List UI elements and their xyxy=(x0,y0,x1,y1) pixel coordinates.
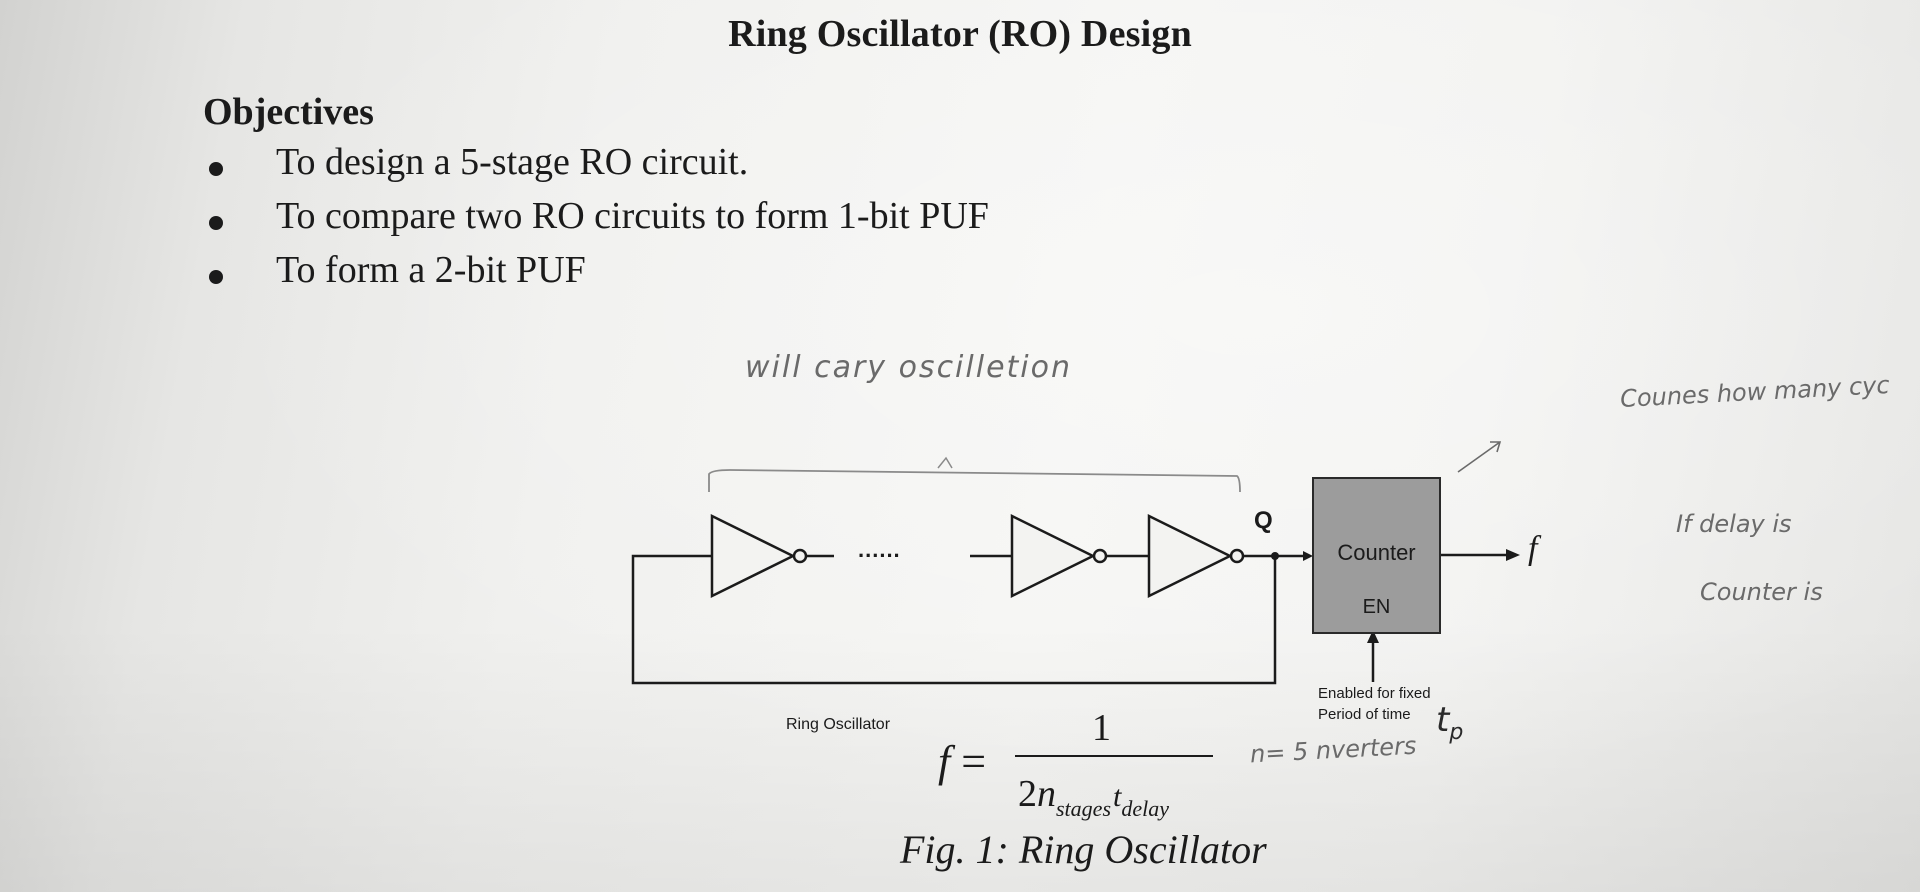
counter-label: Counter xyxy=(1337,540,1416,565)
enable-note-line1: Enabled for fixed xyxy=(1318,685,1431,702)
formula-numerator: 1 xyxy=(1092,707,1111,749)
q-label: Q xyxy=(1254,507,1273,534)
formula-equals: = xyxy=(961,737,987,786)
counter-block xyxy=(1312,477,1441,634)
fraction-bar xyxy=(1015,755,1213,757)
den-n-sub: stages xyxy=(1056,796,1111,821)
den-coef: 2 xyxy=(1018,773,1037,815)
inverter-3-bubble xyxy=(1229,548,1245,564)
inverter-3 xyxy=(1147,513,1233,599)
den-n: n xyxy=(1037,773,1056,815)
f-output-arrow xyxy=(1506,549,1520,561)
objective-item-2: To compare two RO circuits to form 1-bit… xyxy=(200,194,989,248)
inverter-1-bubble xyxy=(792,548,808,564)
en-arrow xyxy=(1367,630,1379,643)
f-output-label: f xyxy=(1528,530,1538,567)
den-t-sub: delay xyxy=(1121,796,1169,821)
formula-lhs: f = xyxy=(938,736,986,787)
pencil-bracket xyxy=(708,469,1241,493)
en-label: EN xyxy=(1362,596,1391,618)
den-t: t xyxy=(1113,780,1122,813)
handwritten-top-note: will cary oscilletion xyxy=(745,350,1072,385)
formula-denominator: 2nstagestdelay xyxy=(1018,772,1169,822)
inverter-2-bubble xyxy=(1092,548,1108,564)
figure-caption: Fig. 1: Ring Oscillator xyxy=(900,827,1267,872)
page-title: Ring Oscillator (RO) Design xyxy=(728,13,1192,55)
pencil-arrow xyxy=(1457,441,1502,473)
tp-sub: p xyxy=(1449,719,1464,745)
dots-ellipsis: ...... xyxy=(858,537,901,562)
inverter-2 xyxy=(1010,513,1096,599)
handwritten-far-right-1: If delay is xyxy=(1676,510,1792,538)
inverter-1 xyxy=(710,513,796,599)
tp-t: t xyxy=(1436,700,1450,740)
enable-note-line2: Period of time xyxy=(1318,706,1411,723)
formula-f: f xyxy=(938,737,951,786)
q-node xyxy=(1271,552,1279,560)
handwritten-far-right-2: Counter is xyxy=(1700,578,1823,606)
counter-input-arrow xyxy=(1303,551,1313,561)
pencil-caret xyxy=(937,456,953,469)
objective-item-1: To design a 5-stage RO circuit. xyxy=(200,140,989,194)
ring-oscillator-label: Ring Oscillator xyxy=(786,716,891,733)
objective-item-3: To form a 2-bit PUF xyxy=(200,248,989,302)
objectives-list: To design a 5-stage RO circuit. To compa… xyxy=(200,140,989,302)
handwritten-tp: tp xyxy=(1436,700,1463,745)
feedback-wire xyxy=(631,554,1277,685)
objectives-heading: Objectives xyxy=(203,91,374,133)
